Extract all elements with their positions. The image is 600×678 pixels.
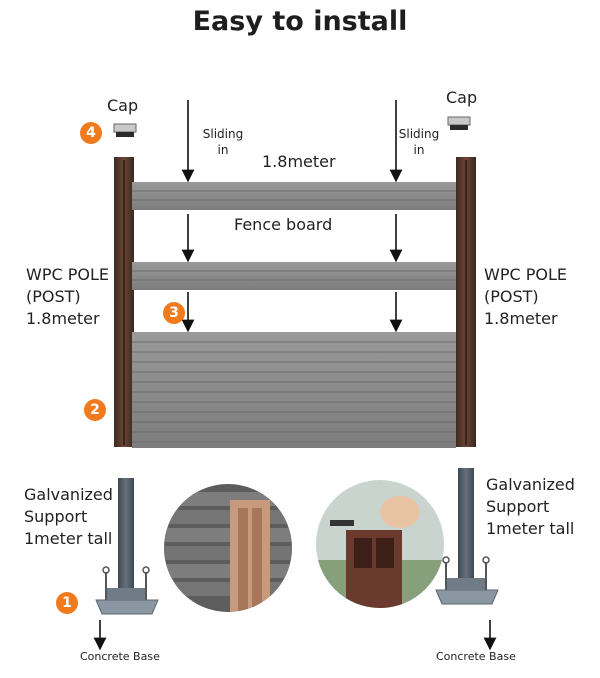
step-3-badge: 3 <box>163 302 185 324</box>
step-2-badge: 2 <box>84 399 106 421</box>
cap-left-icon <box>113 123 137 137</box>
step-1-badge: 1 <box>56 592 78 614</box>
galvanized-support-left <box>95 478 159 615</box>
cap-label-right: Cap <box>446 88 478 107</box>
fence-panel-stacked <box>132 332 456 448</box>
step-4-badge: 4 <box>80 122 102 144</box>
sliding-label-right: Sliding in <box>398 127 440 157</box>
photo-post-detail <box>164 484 292 612</box>
photo-installation-detail <box>316 480 444 608</box>
galvanized-support-right <box>435 468 499 605</box>
sliding-label-left: Sliding in <box>202 127 244 157</box>
support-label-right: Galvanized Support 1meter tall <box>486 475 575 538</box>
sliding-arrows <box>181 100 403 333</box>
cap-label-left: Cap <box>107 96 139 115</box>
fence-board-label: Fence board <box>234 215 333 234</box>
fence-board-middle <box>132 262 456 290</box>
page-title: Easy to install <box>192 6 408 37</box>
post-left <box>114 157 134 447</box>
pole-label-right: WPC POLE (POST) 1.8meter <box>484 265 567 328</box>
concrete-base-arrows <box>93 620 497 651</box>
fence-board-top <box>132 182 456 210</box>
pole-label-left: WPC POLE (POST) 1.8meter <box>26 265 109 328</box>
concrete-base-label-right: Concrete Base <box>436 650 516 663</box>
cap-right-icon <box>447 116 471 130</box>
support-label-left: Galvanized Support 1meter tall <box>24 485 113 548</box>
board-length-label: 1.8meter <box>262 152 336 171</box>
post-right <box>456 157 476 447</box>
concrete-base-label-left: Concrete Base <box>80 650 160 663</box>
